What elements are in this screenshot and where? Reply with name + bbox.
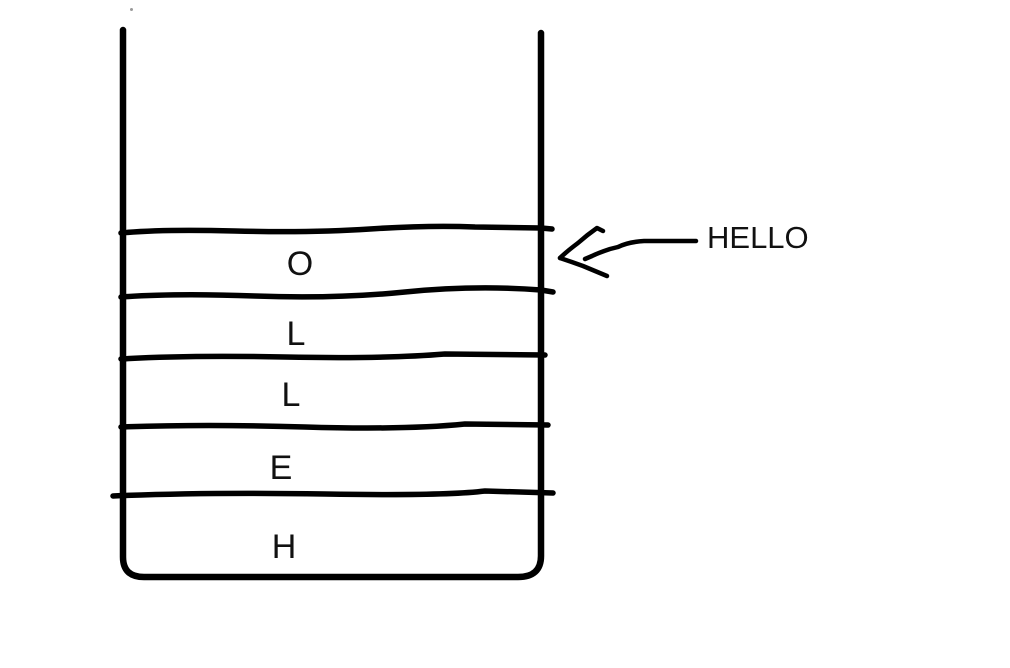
- layer-divider-o-l: [118, 285, 556, 300]
- stack-item-label-l1: L: [286, 315, 306, 353]
- stack-item-label-h: H: [271, 528, 297, 566]
- annotation-arrow: [557, 225, 699, 279]
- stray-mark: [130, 8, 133, 11]
- layer-divider-l-l: [118, 351, 548, 362]
- layer-divider-e-h: [110, 488, 556, 499]
- stack-item-label-l2: L: [281, 376, 301, 414]
- layer-divider-top: [118, 223, 555, 236]
- stack-item-label-o: O: [286, 245, 314, 283]
- stack-item-label-e: E: [269, 449, 293, 487]
- layer-divider-l-e: [118, 421, 551, 431]
- stack-container-outline: [119, 26, 545, 581]
- annotation-label: HELLO: [707, 220, 809, 255]
